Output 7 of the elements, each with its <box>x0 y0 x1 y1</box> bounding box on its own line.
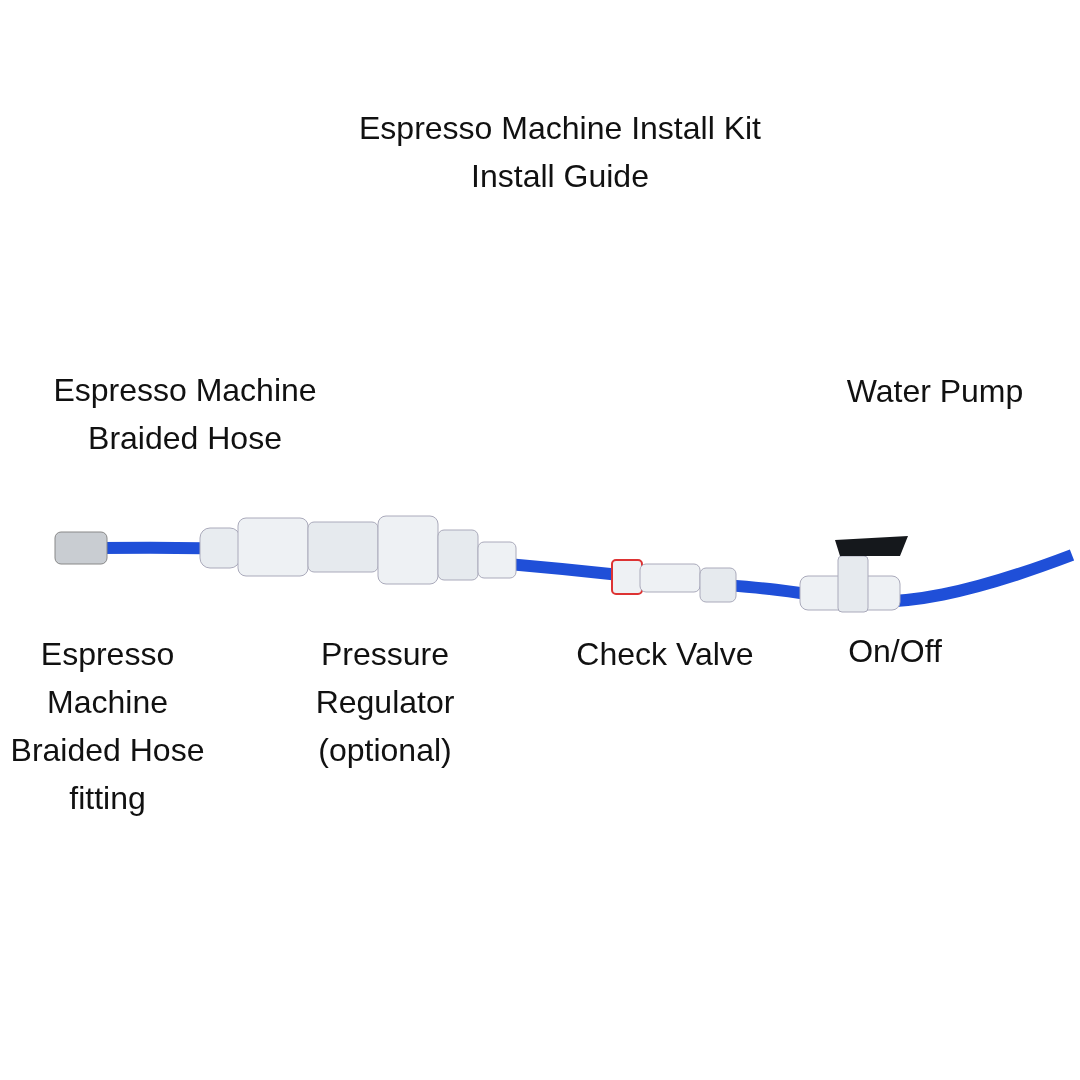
part-label: On/Off <box>847 632 943 671</box>
part-label: Water Pump <box>845 372 1025 411</box>
part-label: Espresso Machine Braided Hose fitting <box>9 635 206 818</box>
part-label: Check Valve <box>575 635 755 674</box>
title: Espresso Machine Install Kit Install Guide <box>358 109 762 196</box>
part-label: Pressure Regulator (optional) <box>314 635 456 770</box>
part-label: Espresso Machine Braided Hose <box>52 371 318 458</box>
